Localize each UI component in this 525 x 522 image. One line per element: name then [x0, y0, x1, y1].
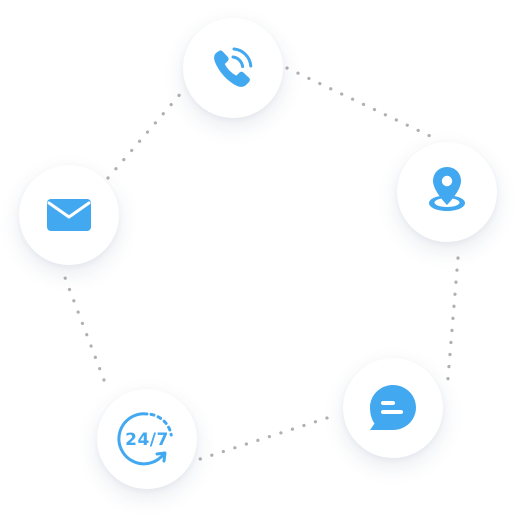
connector-phone-location [285, 66, 432, 138]
support-24-7-button[interactable]: 24/7 [97, 389, 197, 489]
location-contact-button[interactable] [397, 142, 497, 242]
chat-contact-button[interactable] [343, 358, 443, 458]
connector-email-phone [106, 90, 184, 180]
clock-24-7-icon: 24/7 [117, 412, 173, 466]
connector-support-email [62, 273, 106, 382]
map-pin-icon [429, 167, 465, 211]
phone-icon [214, 47, 253, 87]
connector-location-chat [445, 256, 460, 392]
connector-chat-support [195, 416, 329, 462]
chat-bubble-icon [370, 385, 416, 430]
phone-contact-button[interactable] [183, 18, 283, 118]
email-contact-button[interactable] [19, 165, 119, 265]
support-24-7-label: 24/7 [125, 430, 169, 450]
envelope-icon [47, 199, 91, 231]
